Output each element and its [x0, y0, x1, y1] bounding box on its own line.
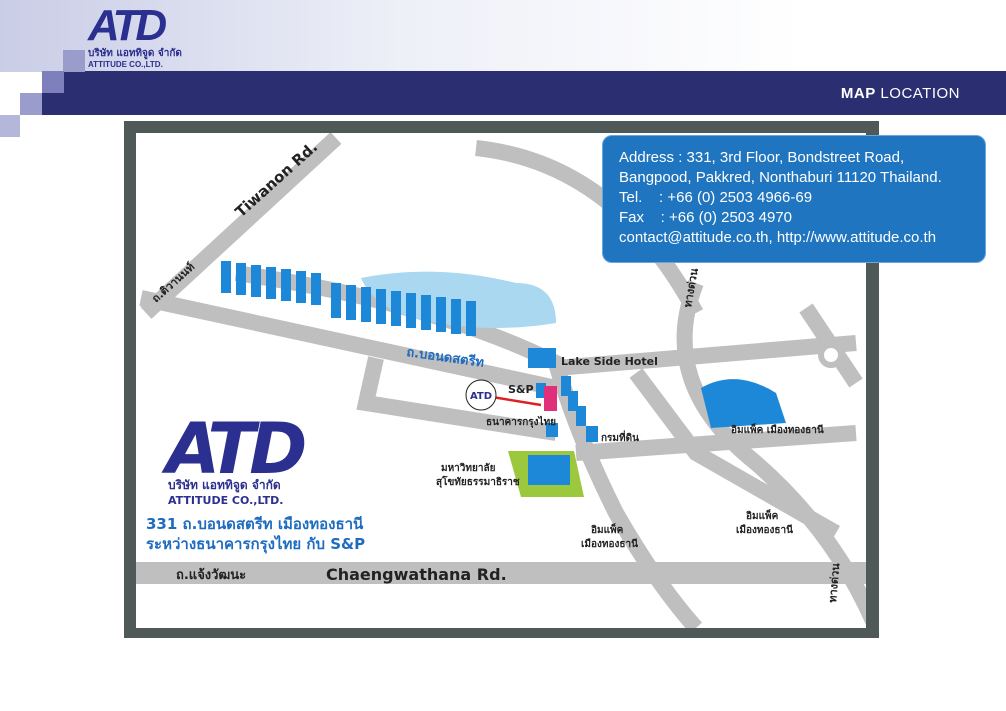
decor-square: [0, 115, 20, 137]
label-impact1: อิมแพ็ค เมืองทองธานี: [731, 422, 824, 436]
logo-english: ATTITUDE CO.,LTD.: [88, 60, 163, 69]
page-title: MAP LOCATION: [840, 85, 960, 102]
office-pin: [465, 379, 497, 411]
company-logo: ATD บริษัท แอททิจูด จำกัด ATTITUDE CO.,L…: [88, 1, 182, 70]
label-impact3: อิมแพ็ค: [746, 508, 779, 522]
decor-square: [20, 93, 42, 115]
address-line-1: Address : 331, 3rd Floor, Bondstreet Roa…: [619, 149, 905, 166]
label-impact3-2: เมืองทองธานี: [736, 524, 793, 536]
company-thai: บริษัท แอททิจูด จำกัด: [168, 478, 281, 493]
address-thai-1: 331 ถ.บอนดสตรีท เมืองทองธานี: [146, 515, 364, 533]
address-line-2: Bangpood, Pakkred, Nonthaburi 11120 Thai…: [619, 169, 942, 186]
address-thai-2: ระหว่างธนาคารกรุงไทย กับ S&P: [146, 534, 365, 554]
label-impact2: อิมแพ็ค: [591, 522, 624, 536]
pin-logo: ATD: [470, 391, 492, 402]
label-university-2: สุโขทัยธรรมาธิราช: [436, 475, 520, 488]
road-loop: [356, 356, 558, 441]
office-building: [544, 386, 557, 411]
company-logo-mark: ATD: [161, 408, 305, 490]
header-background: [0, 0, 1006, 72]
telephone: Tel. : +66 (0) 2503 4966-69: [619, 189, 813, 206]
lakeside-hotel-building: [528, 348, 556, 368]
label-expressway: ทางด่วน: [826, 562, 842, 603]
fax: Fax : +66 (0) 2503 4970: [619, 209, 793, 226]
decor-square: [42, 71, 64, 93]
road-north: [475, 140, 704, 317]
university-building: [528, 455, 570, 485]
company-english: ATTITUDE CO.,LTD.: [168, 494, 283, 507]
road-lakeside: [555, 335, 857, 376]
map-drawing: ATD Tiwanon Rd. ถ.ติวานนท์ ถ.บอนดสตรีท L…: [136, 133, 866, 628]
apartment-buildings: [221, 261, 786, 442]
email-website[interactable]: contact@attitude.co.th, http://www.attit…: [619, 229, 937, 246]
label-impact2-2: เมืองทองธานี: [581, 538, 638, 550]
label-ktb: ธนาคารกรุงไทย: [486, 415, 556, 428]
label-land-dept: กรมที่ดิน: [601, 430, 639, 444]
label-tiwanon-en: Tiwanon Rd.: [232, 138, 322, 221]
label-university: มหาวิทยาลัย: [441, 462, 496, 474]
label-chaeng-en: Chaengwathana Rd.: [326, 565, 507, 584]
road-lower: [139, 290, 558, 396]
contact-box: Address : 331, 3rd Floor, Bondstreet Roa…: [602, 135, 986, 263]
impact-arena: [701, 379, 786, 428]
logo-mark: ATD: [88, 1, 167, 50]
logo-thai: บริษัท แอททิจูด จำกัด: [88, 48, 182, 59]
road-land: [575, 425, 857, 461]
header-band: [42, 71, 1006, 115]
label-chaeng-th: ถ.แจ้งวัฒนะ: [176, 567, 246, 583]
road-tiwanon: [140, 133, 342, 319]
roundabout: [818, 342, 844, 368]
label-sp: S&P: [508, 383, 534, 396]
label-lakeside: Lake Side Hotel: [561, 355, 658, 368]
decor-square: [63, 50, 85, 72]
